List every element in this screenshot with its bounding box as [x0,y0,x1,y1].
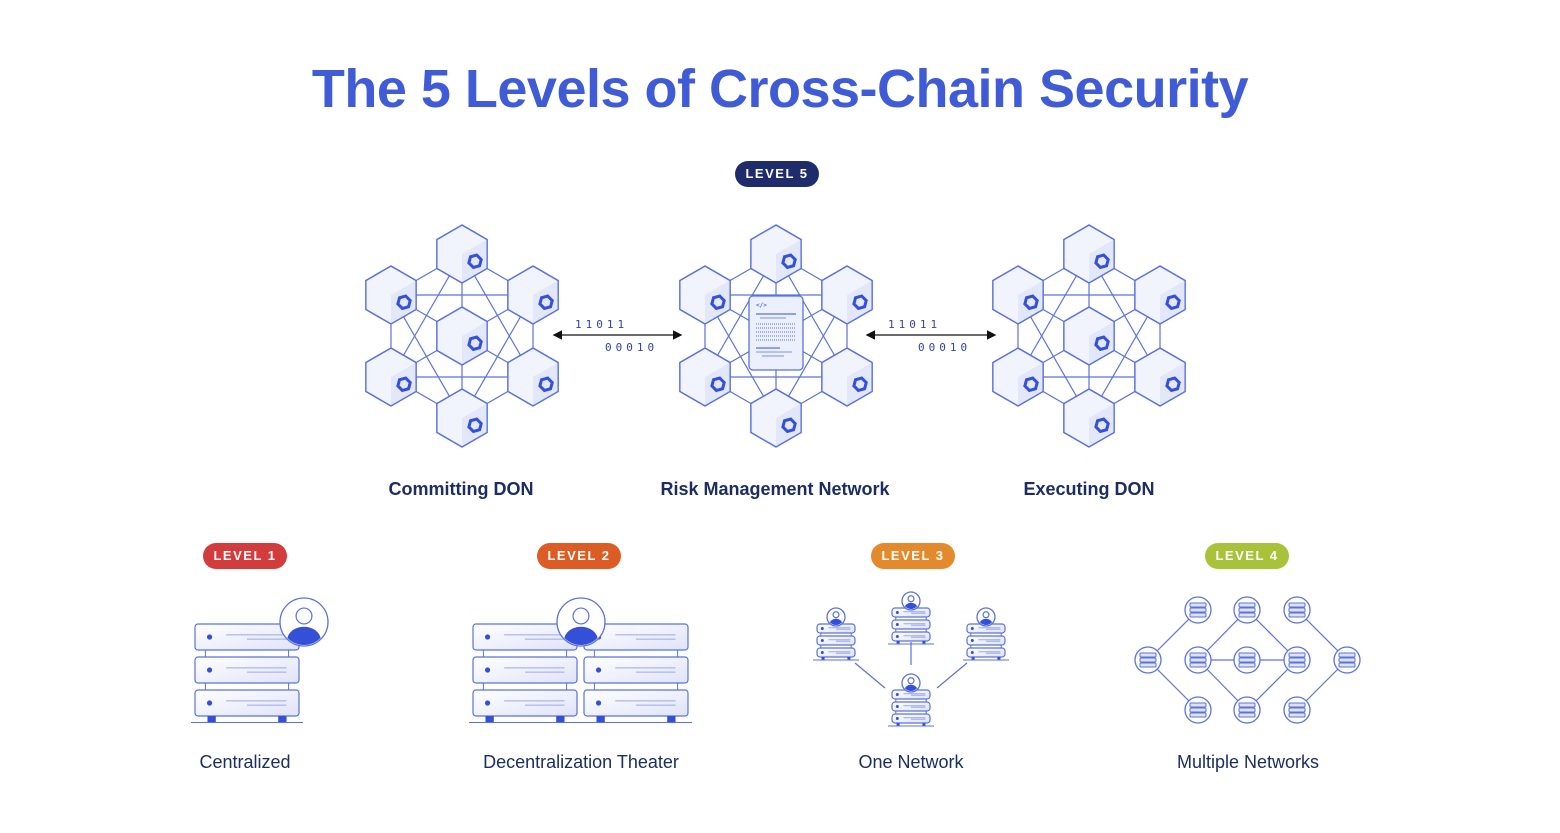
network-node-icon [1184,646,1212,674]
chainlink-logo-icon [467,417,483,434]
svg-text:</>: </> [756,302,767,309]
top-bits: 11011 [888,318,941,331]
one-network-label: One Network [858,752,964,772]
cube-node-icon [507,347,559,407]
chainlink-logo-icon [1023,294,1039,311]
cube-node-icon [1063,388,1115,448]
level-2-badge: LEVEL 2 [537,543,621,569]
chainlink-logo-icon [710,294,726,311]
executing-don-label: Executing DON [1023,479,1155,499]
data-transfer-1: 11011 00010 [552,318,683,354]
network-node-icon [1134,646,1162,674]
node-server-stack-icon [813,623,859,661]
network-node-icon [1184,696,1212,724]
chainlink-logo-icon [467,253,483,270]
network-node-icon [1184,596,1212,624]
chainlink-logo-icon [852,376,868,393]
node-server-stack-icon [888,689,934,727]
bottom-bits: 00010 [918,341,971,354]
user-avatar-icon [279,597,329,647]
level-4-badge: LEVEL 4 [1205,543,1289,569]
cube-node-icon [1134,347,1186,407]
chainlink-logo-icon [1165,294,1181,311]
network-node-icon [1283,646,1311,674]
chainlink-logo-icon [1094,335,1110,352]
one-network-links [854,642,968,689]
data-transfer-2: 11011 00010 [865,318,997,354]
chainlink-logo-icon [781,253,797,270]
top-bits: 11011 [575,318,628,331]
node-operator-avatar-icon [826,607,846,627]
document-icon: </> [748,295,804,371]
node-server-stack-icon [963,623,1009,661]
chainlink-logo-icon [538,294,554,311]
cube-node-icon [507,265,559,325]
cube-node-icon [1134,265,1186,325]
network-node-icon [1333,646,1361,674]
user-avatar-icon [556,597,606,647]
chainlink-logo-icon [852,294,868,311]
cube-node-icon [365,265,417,325]
network-link [936,662,968,689]
chainlink-logo-icon [1023,376,1039,393]
cube-node-icon [1063,306,1115,366]
chainlink-logo-icon [710,376,726,393]
chainlink-logo-icon [1094,253,1110,270]
network-executing-don [992,224,1186,448]
decentralization-theater-label: Decentralization Theater [483,752,679,772]
chainlink-logo-icon [1165,376,1181,393]
node-server-stack-icon [888,607,934,645]
level-5-badge: LEVEL 5 [735,161,819,187]
network-node-icon [1283,596,1311,624]
centralized-server-stack-icon [191,623,303,723]
cube-node-icon [436,224,488,284]
bottom-bits: 00010 [605,341,658,354]
cube-node-icon [679,347,731,407]
network-risk-management-network: </> [679,224,873,448]
level-1-badge: LEVEL 1 [203,543,287,569]
cube-node-icon [436,388,488,448]
node-operator-avatar-icon [901,591,921,611]
cube-node-icon [821,347,873,407]
node-operator-avatar-icon [901,673,921,693]
cube-node-icon [1063,224,1115,284]
network-node-icon [1283,696,1311,724]
chainlink-logo-icon [396,294,412,311]
server-stack-right-icon [580,623,692,723]
risk-management-network-label: Risk Management Network [660,479,890,499]
cube-node-icon [436,306,488,366]
cube-node-icon [679,265,731,325]
network-node-icon [1233,596,1261,624]
network-committing-don [365,224,559,448]
network-link [854,662,886,689]
chainlink-logo-icon [1094,417,1110,434]
committing-don-label: Committing DON [388,479,534,499]
level-3-badge: LEVEL 3 [871,543,955,569]
chainlink-logo-icon [781,417,797,434]
centralized-label: Centralized [199,752,291,772]
multiple-networks-label: Multiple Networks [1176,752,1320,772]
cube-node-icon [750,224,802,284]
cube-node-icon [750,388,802,448]
cube-node-icon [821,265,873,325]
network-node-icon [1233,696,1261,724]
chainlink-logo-icon [538,376,554,393]
server-stack-left-icon [469,623,581,723]
cube-node-icon [992,265,1044,325]
cube-node-icon [992,347,1044,407]
node-operator-avatar-icon [976,607,996,627]
page-title: The 5 Levels of Cross-Chain Security [311,59,1249,119]
cube-node-icon [365,347,417,407]
chainlink-logo-icon [467,335,483,352]
network-node-icon [1233,646,1261,674]
chainlink-logo-icon [396,376,412,393]
